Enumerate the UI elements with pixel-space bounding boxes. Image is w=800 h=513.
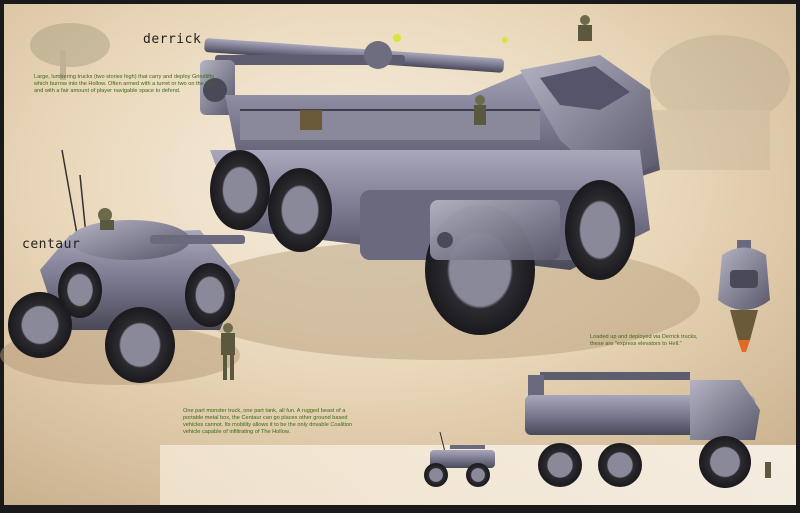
- centaur-description: One part monster truck, one part tank, a…: [183, 408, 353, 435]
- derrick-side-view: [525, 372, 771, 488]
- derrick-description: Large, lumbering trucks (two stories hig…: [34, 74, 215, 94]
- centaur-illustration: [8, 149, 245, 383]
- derrick-title: derrick: [143, 32, 202, 47]
- centaur-title: centaur: [22, 237, 81, 252]
- grindlift-description: Loaded up and deployed via Derrick truck…: [590, 334, 698, 347]
- background-scenery: [30, 23, 790, 170]
- grindlift-illustration: [718, 240, 770, 352]
- centaur-side-view: [424, 431, 495, 487]
- derrick-illustration: [200, 15, 660, 335]
